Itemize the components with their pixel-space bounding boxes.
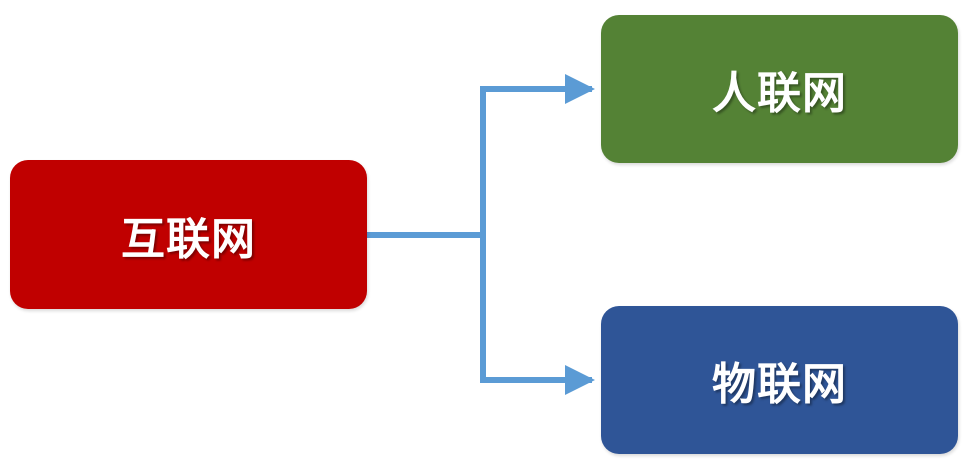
node-things-network-label: 物联网 — [712, 359, 847, 410]
connector-to-top-arrow — [480, 74, 595, 235]
connector-to-bottom-arrow — [480, 235, 595, 395]
node-people-network: 人联网 — [601, 15, 958, 163]
node-internet: 互联网 — [10, 160, 367, 309]
node-things-network: 物联网 — [601, 306, 958, 454]
node-people-network-label: 人联网 — [712, 68, 847, 119]
node-internet-label: 互联网 — [121, 213, 256, 265]
